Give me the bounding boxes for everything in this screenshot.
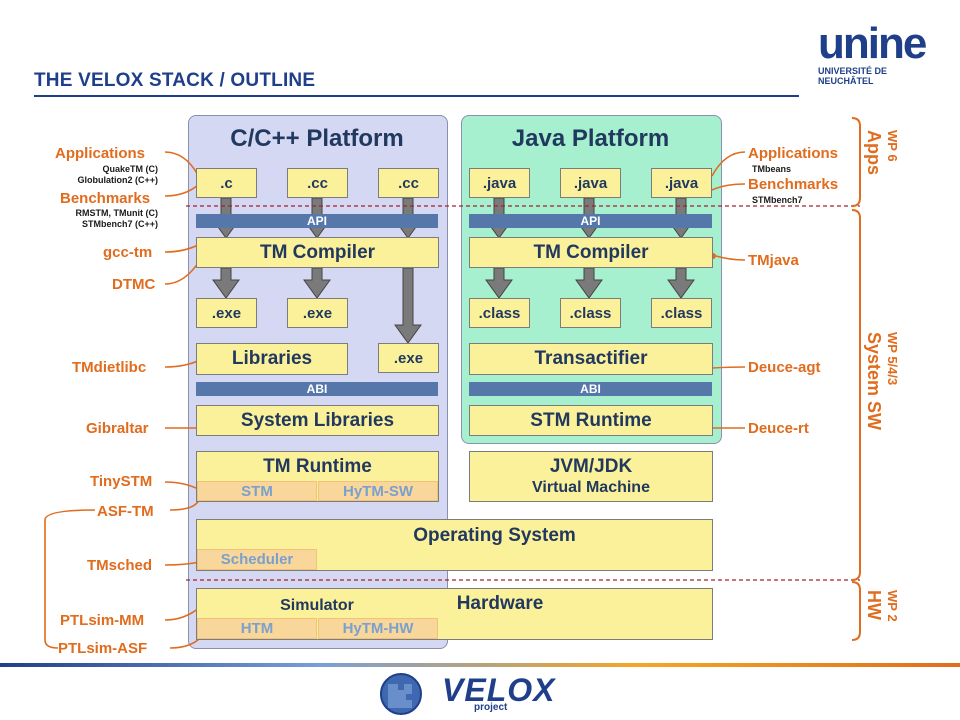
jvm-box: JVM/JDK Virtual Machine: [469, 451, 713, 502]
unine-logo: unine UNIVERSITÉ DE NEUCHÂTEL: [818, 19, 927, 102]
htm-sub-box: HTM: [197, 618, 317, 639]
tmjava-label: TMjava: [748, 252, 799, 269]
c-system-libraries: System Libraries: [196, 405, 439, 436]
c-libraries: Libraries: [196, 343, 348, 375]
tinystm-label: TinySTM: [90, 473, 153, 490]
wp6-label: WP 6: [885, 130, 900, 162]
system-sw-label: System SW: [864, 332, 884, 431]
velox-logo-text: VELOX: [442, 672, 556, 708]
stm-runtime: STM Runtime: [469, 405, 713, 436]
java-class-1: .class: [469, 298, 530, 328]
java-api-bar: API: [469, 214, 712, 228]
c-abi-bar: ABI: [196, 382, 438, 396]
wp543-label: WP 5/4/3: [885, 332, 900, 386]
dtmc-label: DTMC: [112, 276, 156, 293]
c-exe-1: .exe: [196, 298, 257, 328]
transactifier: Transactifier: [469, 343, 713, 375]
right-connectors: [711, 151, 746, 429]
c-api-bar: API: [196, 214, 438, 228]
ptlsim-mm-label: PTLsim-MM: [60, 612, 145, 629]
ptlsim-asf-label: PTLsim-ASF: [58, 640, 148, 657]
hytm-hw-sub-box: HyTM-HW: [318, 618, 438, 639]
left-bench-detail-2: STMbench7 (C++): [81, 219, 158, 229]
unine-logo-sub2: NEUCHÂTEL: [818, 76, 874, 86]
c-source-3: .cc: [378, 168, 439, 198]
java-source-1: .java: [469, 168, 530, 198]
left-bench-detail-1: RMSTM, TMunit (C): [75, 208, 158, 218]
java-platform-heading: Java Platform: [511, 125, 670, 152]
c-exe-2: .exe: [287, 298, 348, 328]
java-tm-compiler: TM Compiler: [469, 237, 713, 268]
left-applications-label: Applications: [55, 145, 146, 162]
right-bench-detail: STMbench7: [752, 195, 803, 205]
hw-label: HW: [864, 590, 884, 620]
deuce-rt-label: Deuce-rt: [748, 420, 809, 437]
velox-logo: VELOX project: [376, 670, 576, 716]
tm-runtime-label: TM Runtime: [263, 456, 372, 477]
unine-logo-sub1: UNIVERSITÉ DE: [818, 66, 888, 76]
gcc-tm-label: gcc-tm: [103, 244, 153, 261]
scheduler-sub-box: Scheduler: [197, 549, 317, 570]
title-underline: [34, 95, 799, 97]
hytm-sw-sub-box: HyTM-SW: [318, 481, 438, 501]
simulator-label: Simulator: [280, 597, 354, 614]
operating-system-label: Operating System: [413, 525, 576, 546]
footer-stripe: [0, 663, 960, 667]
unine-logo-text: unine: [818, 19, 927, 68]
c-platform-heading: C/C++ Platform: [230, 125, 404, 152]
apps-label: Apps: [864, 130, 884, 175]
page-title: THE VELOX STACK / OUTLINE: [34, 70, 316, 91]
hardware-label: Hardware: [456, 593, 544, 614]
java-source-2: .java: [560, 168, 621, 198]
deuce-agt-label: Deuce-agt: [748, 359, 821, 376]
stm-sub-box: STM: [197, 481, 317, 501]
left-benchmarks-label: Benchmarks: [60, 190, 151, 207]
puzzle-globe-icon: [380, 673, 422, 715]
c-source-1: .c: [196, 168, 257, 198]
left-apps-detail-1: QuakeTM (C): [102, 164, 158, 174]
right-applications-label: Applications: [748, 145, 839, 162]
wp-brackets: [851, 117, 861, 641]
asf-tm-label: ASF-TM: [97, 503, 154, 520]
java-class-3: .class: [651, 298, 712, 328]
java-source-3: .java: [651, 168, 712, 198]
java-abi-bar: ABI: [469, 382, 712, 396]
c-source-2: .cc: [287, 168, 348, 198]
gibraltar-label: Gibraltar: [86, 420, 149, 437]
tmsched-label: TMsched: [87, 557, 153, 574]
right-benchmarks-label: Benchmarks: [748, 176, 839, 193]
wp2-label: WP 2: [885, 590, 900, 622]
java-class-2: .class: [560, 298, 621, 328]
left-apps-detail-2: Globulation2 (C++): [77, 175, 158, 185]
c-exe-3: .exe: [378, 343, 439, 373]
velox-project-text: project: [474, 702, 508, 713]
c-tm-compiler: TM Compiler: [196, 237, 439, 268]
jvm-subtitle: Virtual Machine: [532, 478, 650, 496]
hardware-box: [196, 588, 713, 640]
right-apps-detail: TMbeans: [752, 164, 792, 174]
jvm-title: JVM/JDK: [549, 455, 633, 477]
tmdietlibc-label: TMdietlibc: [72, 359, 147, 376]
